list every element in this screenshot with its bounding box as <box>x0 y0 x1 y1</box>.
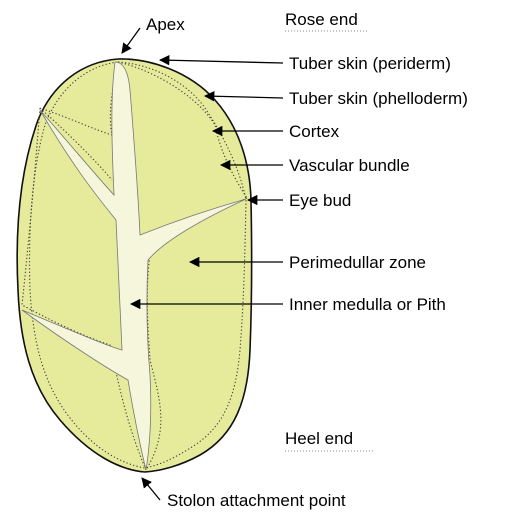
apex-label: Apex <box>146 15 185 34</box>
inner-medulla-label: Inner medulla or Pith <box>289 295 446 314</box>
phelloderm-label: Tuber skin (phelloderm) <box>289 89 468 108</box>
rose-end-label: Rose end <box>285 10 358 29</box>
apex-arrow <box>122 28 140 53</box>
phelloderm-arrow <box>205 96 283 98</box>
eye-bud-label: Eye bud <box>289 191 351 210</box>
cortex-label: Cortex <box>289 122 340 141</box>
periderm-arrow <box>160 60 283 63</box>
stolon-arrow <box>142 478 160 500</box>
stolon-label: Stolon attachment point <box>167 491 346 510</box>
heel-end-label: Heel end <box>285 429 353 448</box>
perimedullar-zone-label: Perimedullar zone <box>289 253 426 272</box>
vascular-bundle-label: Vascular bundle <box>289 156 410 175</box>
periderm-label: Tuber skin (periderm) <box>289 54 451 73</box>
